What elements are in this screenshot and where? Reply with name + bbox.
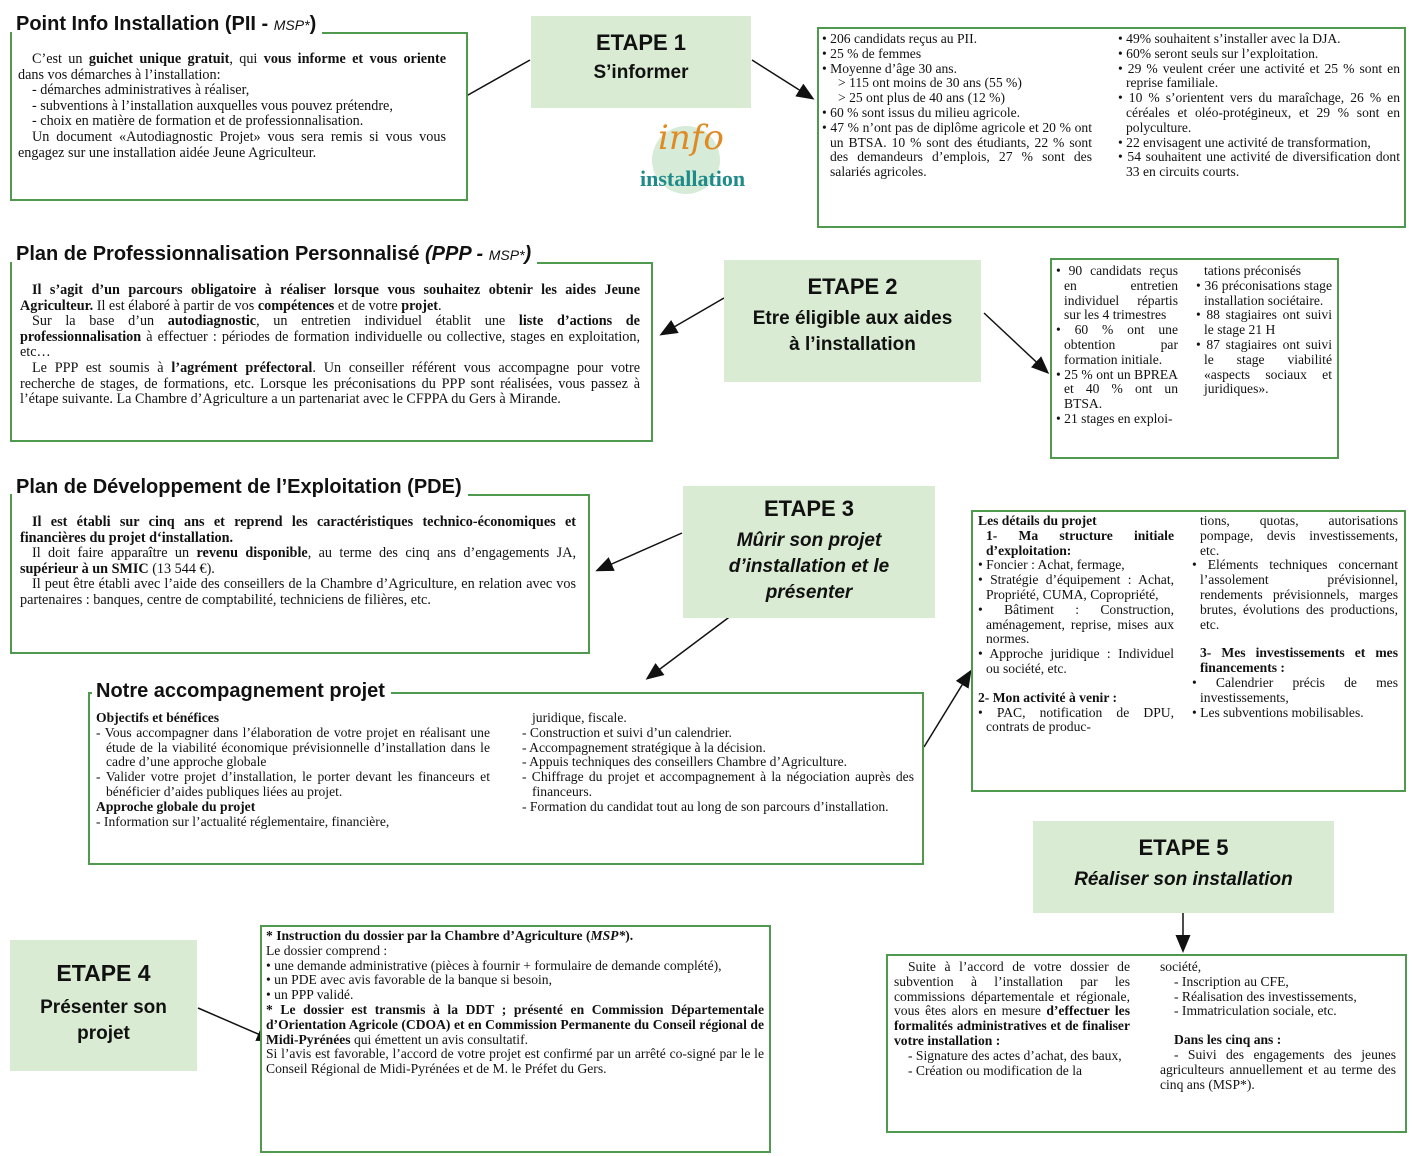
ppp-title: Plan de Professionnalisation Personnalis… — [12, 242, 538, 267]
accomp-col1: Objectifs et bénéfices - Vous accompagne… — [96, 710, 490, 829]
details-col2: tions, quotas, autorisations pompage, de… — [1192, 513, 1398, 720]
instruction-text: * Instruction du dossier par la Chambre … — [266, 928, 764, 1077]
stats2-box — [1050, 258, 1339, 459]
final-box — [886, 954, 1407, 1133]
accomp-box — [88, 692, 924, 865]
arrow-etape2-right — [983, 312, 1050, 375]
stats2-col1: • 90 candidats reçus en entretien indivi… — [1056, 263, 1178, 426]
stats2-col2: tations préconisés • 36 préconisations s… — [1196, 263, 1332, 397]
pde-box — [10, 494, 590, 654]
arrow-etape1-right — [751, 59, 815, 100]
etape1-box: ETAPE 1 S’informer — [531, 16, 751, 108]
final-col2: société, - Inscription au CFE, - Réalisa… — [1160, 959, 1396, 1092]
ppp-text: Il s’agit d’un parcours obligatoire à ré… — [20, 282, 640, 408]
etape5-box: ETAPE 5 Réaliser son installation — [1033, 821, 1334, 913]
accomp-col2: juridique, fiscale. - Construction et su… — [522, 710, 914, 814]
arrow-etape3-left — [595, 532, 683, 572]
arrow-etape3-down — [645, 614, 733, 680]
etape4-box: ETAPE 4 Présenter son projet — [10, 940, 197, 1071]
info-installation-logo: info installation — [640, 118, 770, 208]
stats1-box — [817, 27, 1406, 228]
pde-text: Il est établi sur cinq ans et reprend le… — [20, 514, 576, 608]
pii-box — [10, 32, 468, 201]
accomp-title: Notre accompagnement projet — [92, 679, 391, 703]
stats1-col1: • 206 candidats reçus au PII. • 25 % de … — [822, 31, 1092, 180]
stats1-col2: • 49% souhaitent s’installer avec la DJA… — [1118, 31, 1400, 180]
arrow-etape2-left — [659, 297, 725, 336]
pii-title: Point Info Installation (PII - MSP*) — [12, 12, 323, 37]
etape3-box: ETAPE 3 Mûrir son projet d’installation … — [683, 486, 935, 618]
instruction-box — [260, 925, 771, 1153]
etape2-box: ETAPE 2 Etre éligible aux aides à l’inst… — [724, 260, 981, 382]
final-col1: Suite à l’accord de votre dossier de sub… — [894, 959, 1130, 1078]
arrow-to-details — [923, 669, 972, 748]
pde-title: Plan de Développement de l’Exploitation … — [12, 475, 468, 499]
details-box — [971, 510, 1406, 792]
pii-text: C’est un guichet unique gratuit, qui vou… — [18, 51, 446, 161]
ppp-box — [10, 262, 653, 442]
arrow-etape4 — [197, 1007, 275, 1042]
details-col1: Les détails du projet 1- Ma structure in… — [978, 513, 1174, 735]
